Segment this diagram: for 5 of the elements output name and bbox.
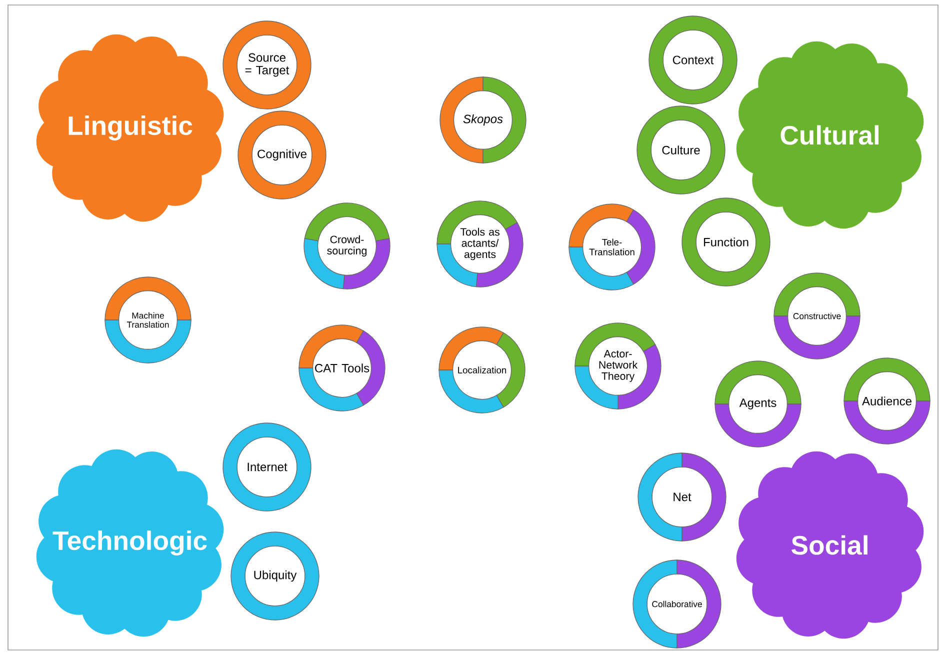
node-label: agents (464, 251, 496, 260)
node-label: Translation (589, 248, 634, 256)
node-label: Theory (602, 372, 635, 382)
node-label: sourcing (327, 246, 366, 257)
node-label: Translation (126, 321, 169, 328)
